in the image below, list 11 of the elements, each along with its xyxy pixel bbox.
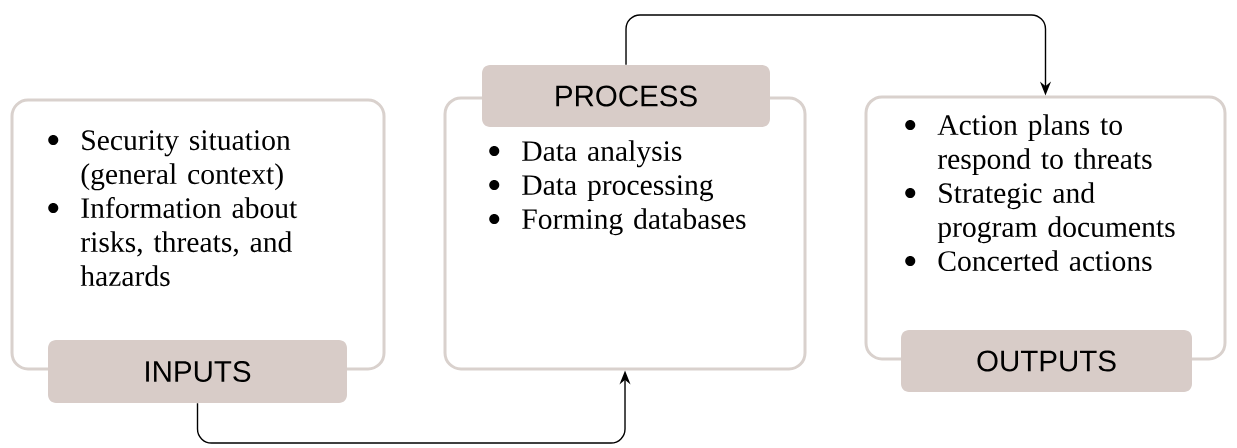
header-tab: INPUTS	[48, 340, 347, 403]
bullet-item: Action plans to respond to threats	[905, 114, 1152, 176]
header-tab: PROCESS	[482, 65, 770, 127]
bullet-item: Concerted actions	[905, 250, 1152, 272]
bullet-item: Data analysis	[489, 140, 682, 168]
bullet-item: Security situation (general context)	[48, 130, 291, 191]
header-tab: OUTPUTS	[901, 330, 1192, 392]
bullet-item: Forming databases	[489, 208, 746, 236]
bullet-item: Data processing	[489, 175, 714, 202]
bullet-item: Strategic and program documents	[905, 182, 1175, 244]
bullet-item: Information about risks, threats, and hazards	[48, 197, 298, 287]
